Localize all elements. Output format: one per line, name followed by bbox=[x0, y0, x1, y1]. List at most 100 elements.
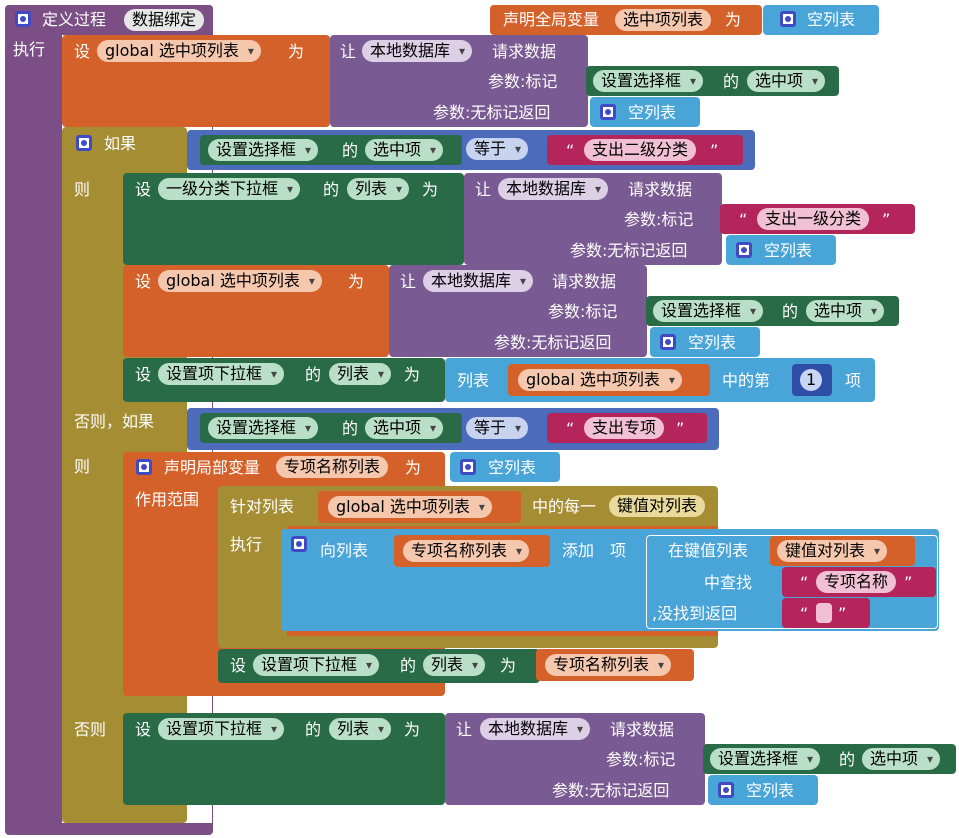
gear-icon[interactable] bbox=[136, 459, 152, 475]
quote-open: “ bbox=[566, 141, 575, 160]
each-label: 中的每一 bbox=[532, 497, 597, 516]
loop-var-name[interactable]: 键值对列表 bbox=[609, 495, 706, 517]
variable-dropdown[interactable]: 专项名称列表 bbox=[403, 540, 530, 562]
gear-icon[interactable] bbox=[76, 135, 92, 151]
global-decl-to: 为 bbox=[725, 10, 742, 29]
quote-close: ” bbox=[838, 604, 847, 623]
variable-dropdown[interactable]: global 选中项列表 bbox=[97, 40, 261, 62]
to-label: 为 bbox=[404, 365, 421, 384]
operator-dropdown[interactable]: 等于 bbox=[466, 138, 529, 160]
list-label: 列表 bbox=[457, 371, 490, 390]
component-dropdown[interactable]: 设置选择框 bbox=[710, 748, 821, 770]
component-dropdown[interactable]: 本地数据库 bbox=[362, 40, 473, 62]
component-dropdown[interactable]: 设置项下拉框 bbox=[158, 363, 285, 385]
property-dropdown[interactable]: 列表 bbox=[329, 363, 392, 385]
component-dropdown[interactable]: 本地数据库 bbox=[498, 178, 609, 200]
empty-text-value[interactable] bbox=[816, 603, 832, 623]
method-label: 请求数据 bbox=[552, 272, 617, 291]
else-label: 否则 bbox=[74, 720, 107, 739]
else-if-label: 否则，如果 bbox=[74, 412, 155, 431]
scope-label: 作用范围 bbox=[135, 490, 200, 509]
operator-dropdown[interactable]: 等于 bbox=[466, 417, 529, 439]
param-ret-label: 参数:无标记返回 bbox=[552, 781, 670, 800]
gear-icon[interactable] bbox=[718, 782, 734, 798]
if-label: 如果 bbox=[104, 134, 137, 153]
empty-list-label: 空列表 bbox=[807, 10, 856, 29]
property-dropdown[interactable]: 选中项 bbox=[365, 139, 444, 161]
gear-icon[interactable] bbox=[291, 536, 307, 552]
of-label: 的 bbox=[342, 419, 359, 438]
to-list-label: 向列表 bbox=[320, 541, 369, 560]
text-value[interactable]: 支出二级分类 bbox=[584, 139, 697, 161]
not-found-label: ,没找到返回 bbox=[652, 604, 738, 623]
property-dropdown[interactable]: 选中项 bbox=[806, 300, 885, 322]
component-dropdown[interactable]: 一级分类下拉框 bbox=[158, 178, 301, 200]
component-dropdown[interactable]: 设置选择框 bbox=[208, 417, 319, 439]
let-label: 让 bbox=[456, 720, 473, 739]
param-ret-label: 参数:无标记返回 bbox=[494, 333, 612, 352]
gear-icon[interactable] bbox=[15, 11, 31, 27]
set-label: 设 bbox=[135, 272, 152, 291]
component-dropdown[interactable]: 设置选择框 bbox=[208, 139, 319, 161]
quote-close: ” bbox=[710, 141, 719, 160]
component-dropdown[interactable]: 设置项下拉框 bbox=[253, 654, 380, 676]
component-dropdown[interactable]: 本地数据库 bbox=[423, 270, 534, 292]
param-ret-label: 参数:无标记返回 bbox=[570, 241, 688, 260]
of-label: 的 bbox=[782, 302, 799, 321]
to-label: 为 bbox=[288, 42, 305, 61]
set-label: 设 bbox=[135, 180, 152, 199]
lookup-label: 中查找 bbox=[704, 573, 753, 592]
set-label: 设 bbox=[230, 656, 247, 675]
define-proc-label: 定义过程 bbox=[42, 10, 107, 29]
empty-list-label: 空列表 bbox=[688, 333, 737, 352]
kv-list-label: 在键值列表 bbox=[668, 541, 749, 560]
gear-icon[interactable] bbox=[660, 334, 676, 350]
local-var-name[interactable]: 专项名称列表 bbox=[276, 456, 389, 478]
quote-open: “ bbox=[739, 210, 748, 229]
set-label: 设 bbox=[135, 720, 152, 739]
text-value[interactable]: 支出一级分类 bbox=[757, 208, 870, 230]
number-value[interactable]: 1 bbox=[800, 369, 823, 391]
gear-icon[interactable] bbox=[736, 242, 752, 258]
component-dropdown[interactable]: 设置项下拉框 bbox=[158, 718, 285, 740]
gear-icon[interactable] bbox=[780, 11, 796, 27]
quote-open: “ bbox=[566, 419, 575, 438]
set-label: 设 bbox=[74, 42, 91, 61]
property-dropdown[interactable]: 列表 bbox=[329, 718, 392, 740]
foreach-label: 针对列表 bbox=[230, 497, 295, 516]
property-dropdown[interactable]: 列表 bbox=[347, 178, 410, 200]
component-dropdown[interactable]: 本地数据库 bbox=[480, 718, 591, 740]
property-dropdown[interactable]: 列表 bbox=[423, 654, 486, 676]
component-dropdown[interactable]: 设置选择框 bbox=[653, 300, 764, 322]
property-dropdown[interactable]: 选中项 bbox=[365, 417, 444, 439]
of-label: 的 bbox=[305, 720, 322, 739]
variable-dropdown[interactable]: 键值对列表 bbox=[777, 540, 888, 562]
global-var-name[interactable]: 选中项列表 bbox=[615, 9, 712, 31]
to-label: 为 bbox=[404, 720, 421, 739]
text-value[interactable]: 支出专项 bbox=[584, 417, 665, 439]
procedure-name-field[interactable]: 数据绑定 bbox=[124, 9, 205, 31]
property-dropdown[interactable]: 选中项 bbox=[747, 70, 826, 92]
gear-icon[interactable] bbox=[600, 104, 616, 120]
of-label: 的 bbox=[839, 750, 856, 769]
of-label: 的 bbox=[342, 141, 359, 160]
gear-icon[interactable] bbox=[460, 459, 476, 475]
to-label: 为 bbox=[422, 180, 439, 199]
quote-close: ” bbox=[904, 573, 913, 592]
let-label: 让 bbox=[475, 180, 492, 199]
param-ret-label: 参数:无标记返回 bbox=[433, 103, 551, 122]
item-label: 项 bbox=[610, 541, 627, 560]
of-label: 的 bbox=[723, 72, 740, 91]
property-dropdown[interactable]: 选中项 bbox=[862, 748, 941, 770]
to-label: 为 bbox=[405, 458, 422, 477]
of-label: 的 bbox=[305, 365, 322, 384]
variable-dropdown[interactable]: global 选中项列表 bbox=[518, 369, 682, 391]
quote-open: “ bbox=[800, 573, 809, 592]
text-value[interactable]: 专项名称 bbox=[816, 571, 897, 593]
component-dropdown[interactable]: 设置选择框 bbox=[593, 70, 704, 92]
item-label: 项 bbox=[845, 371, 862, 390]
variable-dropdown[interactable]: global 选中项列表 bbox=[158, 270, 322, 292]
variable-dropdown[interactable]: global 选中项列表 bbox=[328, 496, 492, 518]
variable-dropdown[interactable]: 专项名称列表 bbox=[545, 654, 672, 676]
empty-list-label: 空列表 bbox=[488, 458, 537, 477]
